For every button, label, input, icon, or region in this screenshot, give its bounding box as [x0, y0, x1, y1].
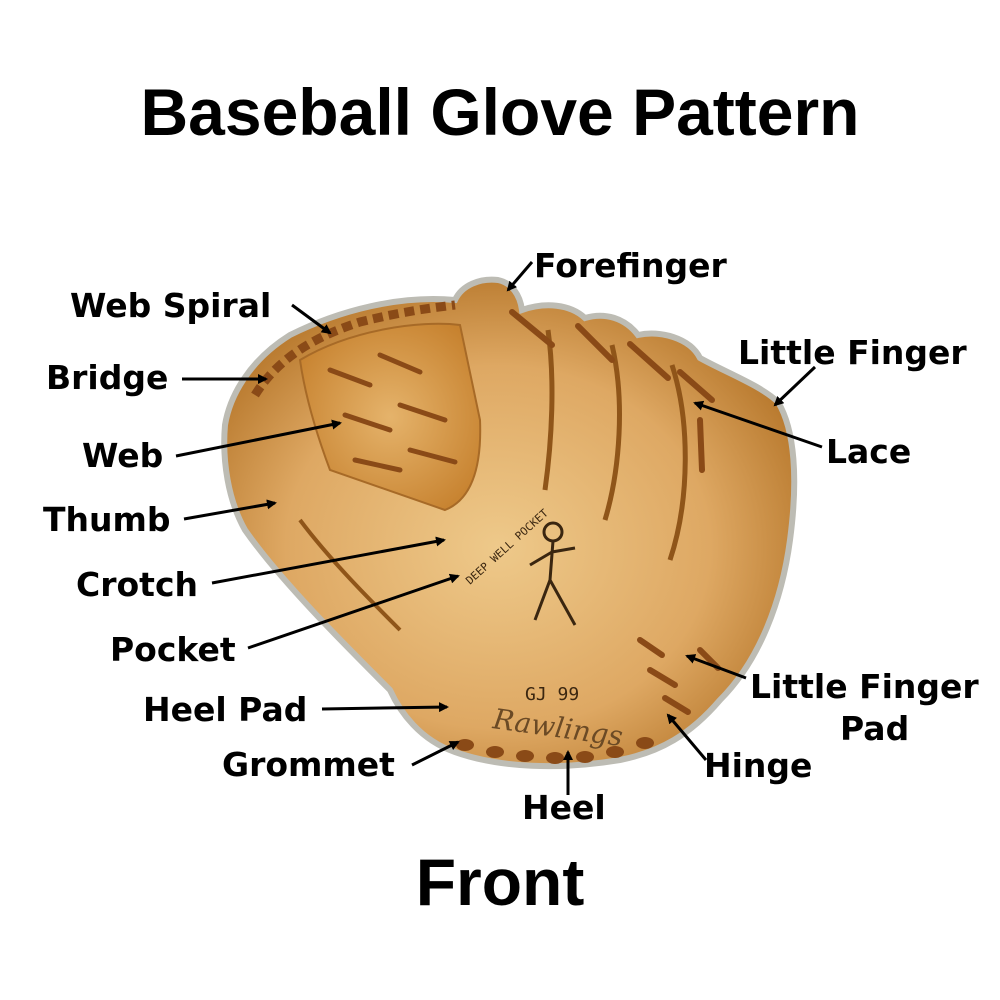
arrow-hinge	[666, 713, 708, 761]
glove-body	[221, 276, 798, 770]
arrow-lace	[693, 400, 823, 449]
arrow-heel-pad	[321, 702, 449, 713]
finger-seam	[602, 344, 622, 521]
label-grommet: Grommet	[222, 745, 395, 784]
thumb-seam	[298, 518, 402, 632]
label-web: Web	[82, 436, 164, 475]
arrow-little-finger-pad	[685, 654, 747, 680]
label-hinge: Hinge	[704, 746, 813, 785]
label-lace: Lace	[826, 432, 912, 471]
diagram-title: Baseball Glove Pattern	[140, 75, 860, 149]
glove-model-text: GJ 99	[525, 684, 579, 705]
web-panel	[298, 322, 482, 512]
label-web-spiral: Web Spiral	[70, 286, 272, 325]
finger-laces	[509, 309, 715, 473]
web-spiral	[251, 300, 456, 398]
arrow-little-finger	[773, 365, 817, 407]
label-heel-pad: Heel Pad	[143, 690, 308, 729]
label-little-finger-pad-line1: Little Finger	[750, 667, 979, 706]
arrow-crotch	[211, 536, 446, 585]
arrow-forefinger	[506, 261, 534, 292]
hinge-laces	[637, 637, 721, 715]
label-bridge: Bridge	[46, 358, 169, 397]
heel-grommets	[456, 737, 654, 764]
player-stamp-icon	[529, 521, 577, 626]
arrow-grommet	[411, 740, 460, 767]
label-little-finger-pad-line2: Pad	[840, 709, 910, 748]
web-laces	[327, 352, 458, 473]
label-crotch: Crotch	[76, 565, 198, 604]
label-thumb: Thumb	[43, 500, 171, 539]
label-little-finger: Little Finger	[738, 333, 967, 372]
arrow-web-spiral	[291, 303, 332, 335]
view-label: Front	[415, 845, 585, 919]
arrow-pocket	[247, 573, 460, 650]
label-forefinger: Forefinger	[534, 246, 727, 285]
arrow-thumb	[183, 499, 277, 521]
finger-seam	[667, 364, 688, 561]
label-heel: Heel	[522, 788, 606, 827]
arrow-web	[175, 419, 342, 458]
finger-seam	[542, 329, 555, 491]
label-pocket: Pocket	[110, 630, 236, 669]
leader-arrows	[175, 261, 823, 795]
